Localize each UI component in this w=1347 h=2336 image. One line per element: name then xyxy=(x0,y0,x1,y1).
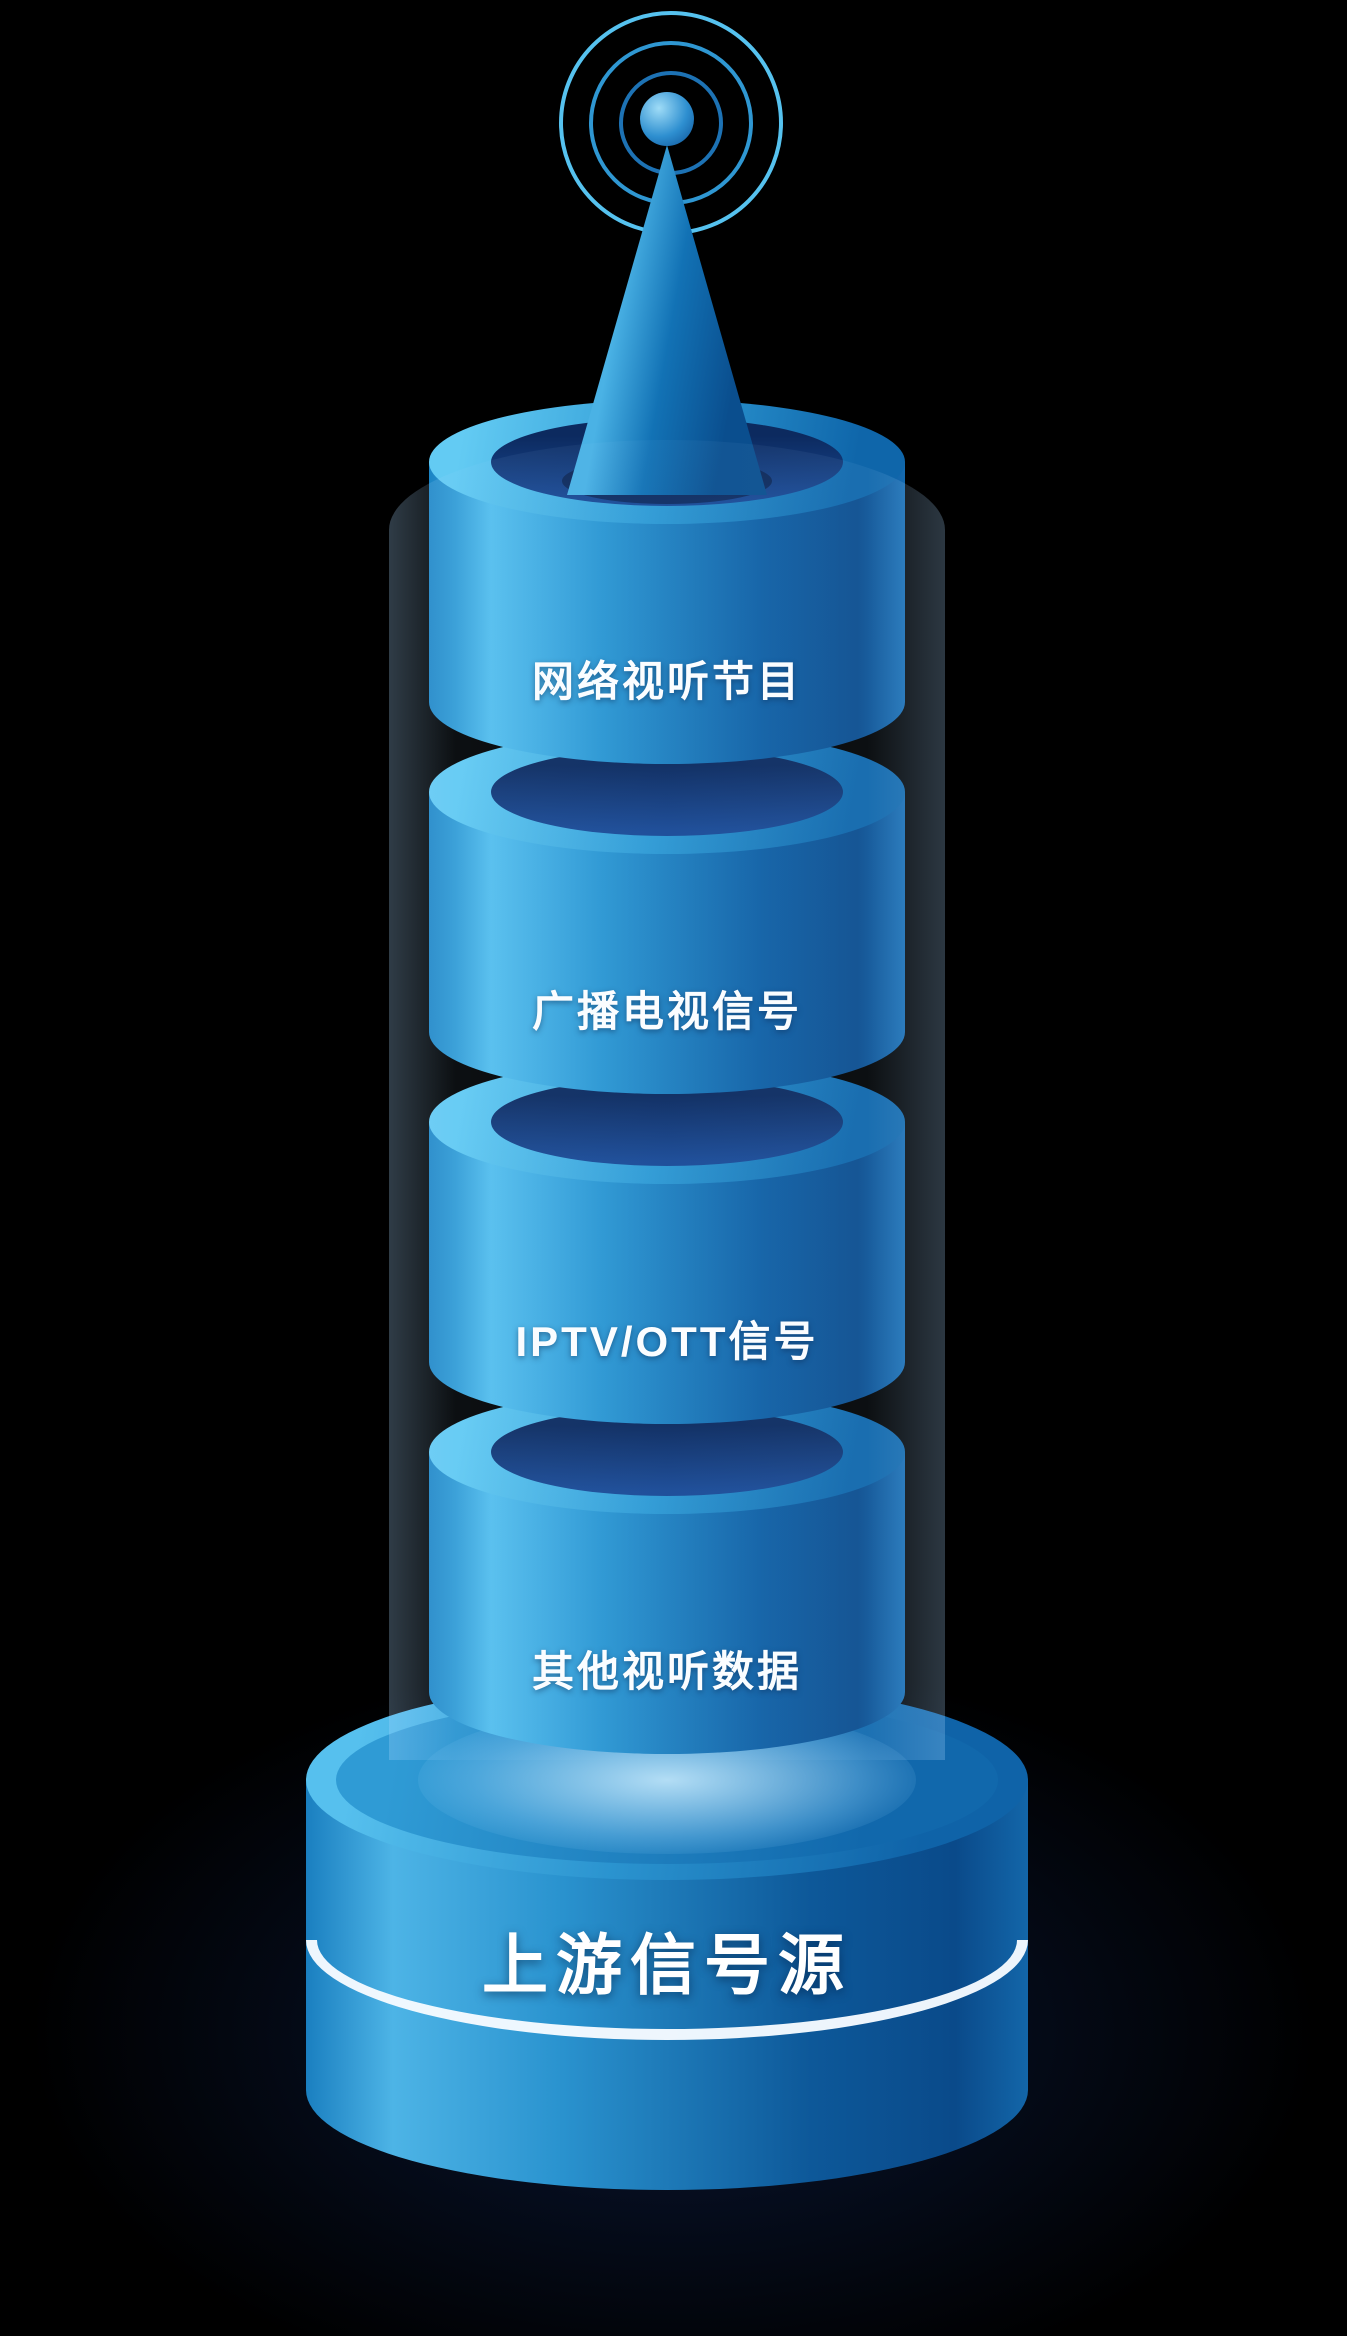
segment-label: 网络视听节目 xyxy=(531,658,802,705)
segment-label: 广播电视信号 xyxy=(531,988,802,1035)
antenna-ball-icon xyxy=(640,92,694,146)
segment-label: 其他视听数据 xyxy=(531,1648,802,1695)
cylinder-segment-2: 广播电视信号 xyxy=(429,730,905,1094)
segment-label: IPTV/OTT信号 xyxy=(515,1318,819,1365)
base-label: 上游信号源 xyxy=(482,1928,852,2002)
cylinder-segment-4: 其他视听数据 xyxy=(429,1390,905,1754)
cylinder-segment-3: IPTV/OTT信号 xyxy=(429,1060,905,1424)
